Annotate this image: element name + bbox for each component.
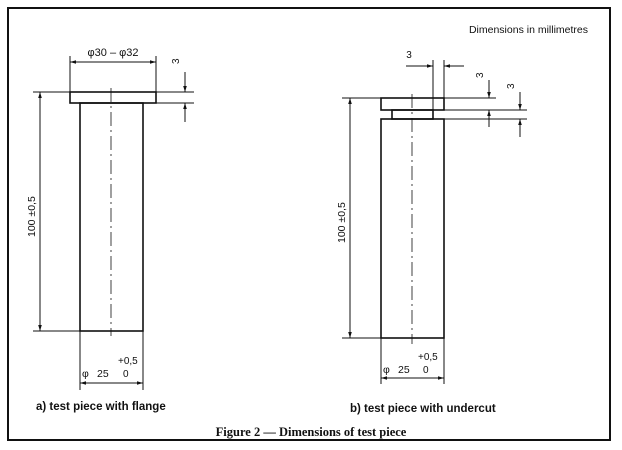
piece-b-diameter-value: 25: [398, 364, 410, 376]
piece-a-length: 100 ±0,5: [26, 196, 38, 237]
piece-b-undercut-width: 3: [406, 50, 412, 61]
piece-b-head: [380, 97, 445, 111]
piece-a-tolerance-lower: 0: [123, 369, 129, 380]
figure-caption: Figure 2 — Dimensions of test piece: [215, 425, 407, 439]
figure-frame: [7, 7, 611, 441]
units-note: Dimensions in millimetres: [468, 24, 588, 36]
piece-b-caption: b) test piece with undercut: [350, 403, 496, 415]
piece-a-flange-diameter: φ30 – φ32: [88, 47, 139, 59]
piece-a-diameter-symbol: φ: [82, 368, 89, 380]
piece-b-undercut-height: 3: [506, 83, 517, 89]
piece-a-flange-thickness: 3: [171, 58, 182, 64]
piece-a-tolerance-upper: +0,5: [118, 356, 138, 367]
piece-a-diameter-value: 25: [97, 368, 109, 380]
piece-b-body: [380, 118, 445, 339]
piece-b-head-thickness: 3: [475, 72, 486, 78]
piece-a-body: [79, 102, 144, 332]
piece-b-tolerance-lower: 0: [423, 365, 429, 376]
piece-a-flange: [69, 91, 157, 104]
piece-a-drawing: [33, 56, 194, 390]
piece-b-drawing: [342, 60, 527, 384]
piece-b-undercut: [391, 109, 434, 120]
piece-b-diameter-symbol: φ: [383, 364, 390, 376]
piece-b-tolerance-upper: +0,5: [418, 352, 438, 363]
piece-b-length: 100 ±0,5: [336, 202, 348, 243]
piece-a-caption: a) test piece with flange: [36, 401, 166, 413]
